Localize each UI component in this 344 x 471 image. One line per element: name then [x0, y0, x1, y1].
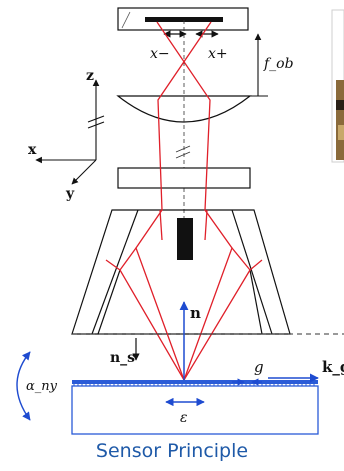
epsilon-label: ε [180, 410, 188, 426]
axis-x-label: x [28, 142, 37, 158]
coordinate-axes [35, 79, 105, 185]
rotation-arc [16, 351, 31, 421]
focal-length-dimension [249, 33, 268, 97]
rotation-label: α_ny [26, 379, 58, 394]
x-plus-label: x+ [208, 46, 228, 62]
objective-lens [116, 95, 252, 123]
focal-length-label: f_ob [263, 56, 294, 72]
photo-thumbnail [331, 9, 344, 163]
x-minus-label: x− [150, 46, 170, 62]
beam-plate [117, 167, 251, 189]
pitch-label: g [254, 358, 264, 376]
axis-z-label: z [86, 68, 94, 84]
grating [71, 380, 319, 435]
grating-vector-label: k_g [322, 358, 344, 376]
figure-caption: Sensor Principle [95, 440, 249, 462]
surface-normal-label: n_s [110, 350, 135, 366]
axis-y-label: y [65, 186, 75, 202]
light-source [177, 218, 193, 260]
normal-label: n [190, 304, 201, 322]
scale-plate [117, 7, 249, 31]
